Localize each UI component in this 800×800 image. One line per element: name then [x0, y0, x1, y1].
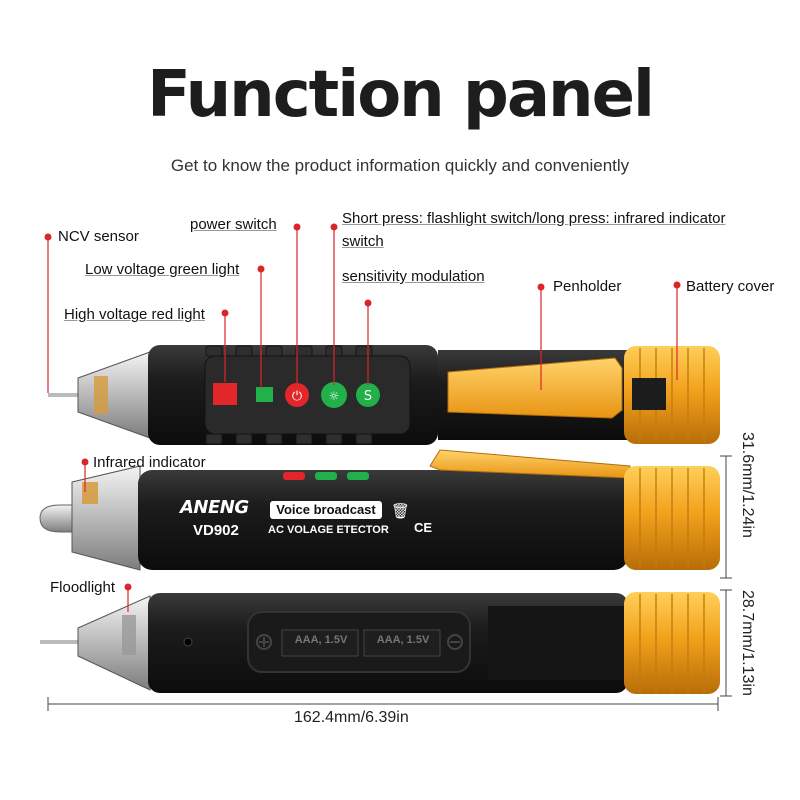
callout-sensitivity: sensitivity modulation — [342, 268, 485, 285]
svg-text:☼: ☼ — [329, 389, 340, 403]
page-subtitle: Get to know the product information quic… — [170, 156, 630, 175]
page-title: Function panel — [147, 58, 655, 132]
callout-battery-cover: Battery cover — [686, 278, 775, 295]
svg-text:S: S — [364, 389, 372, 404]
callout-ncv-sensor: NCV sensor — [58, 228, 139, 245]
callout-penholder: Penholder — [553, 278, 622, 295]
callout-floodlight: Floodlight — [50, 579, 116, 596]
callout-low-voltage-light: Low voltage green light — [85, 261, 240, 278]
callout-flashlight-switch: Short press: flashlight switch/long pres… — [342, 210, 726, 227]
brand-logo: ANENG — [180, 497, 249, 518]
pen-top-view: ⏻ ☼ S — [48, 345, 720, 445]
dimension-length: 162.4mm/6.39in — [294, 709, 409, 726]
voice-broadcast-badge: Voice broadcast — [270, 501, 382, 519]
callout-power-switch: power switch — [190, 216, 277, 233]
weee-icon: 🗑 — [391, 503, 411, 520]
battery-label-right: AAA, 1.5V — [376, 634, 430, 646]
svg-text:⏻: ⏻ — [292, 389, 302, 404]
callout-high-voltage-light: High voltage red light — [64, 306, 205, 323]
battery-label-left: AAA, 1.5V — [294, 634, 348, 646]
function-text: AC VOLAGE ETECTOR — [268, 524, 389, 536]
dimension-diameter-top: 31.6mm/1.24in — [739, 432, 756, 538]
pen-back-view — [40, 592, 720, 694]
callout-lines — [47, 228, 678, 393]
pen-side-view — [39, 449, 720, 571]
dimension-diameter-bottom: 28.7mm/1.13in — [739, 590, 756, 696]
model-number: VD902 — [193, 522, 239, 539]
callout-infrared-indicator: Infrared indicator — [93, 454, 206, 471]
callout-flashlight-switch-line2: switch — [342, 233, 384, 250]
ce-mark: CE — [414, 520, 433, 535]
